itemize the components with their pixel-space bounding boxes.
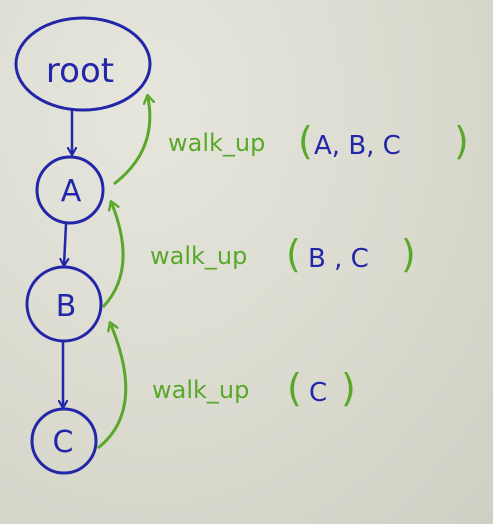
call-walk-up-bc-close-paren: ) — [401, 232, 416, 276]
call-walk-up-abc-args: A, B, C — [314, 131, 401, 161]
node-a-outline — [35, 155, 105, 225]
node-root-label: root — [46, 51, 114, 91]
walk-up-arrow-b-to-a — [101, 204, 125, 309]
call-walk-up-abc: walk_up ( A, B, C ) — [168, 119, 469, 163]
node-root: root — [14, 16, 152, 112]
node-root-outline — [14, 16, 152, 112]
call-walk-up-c-open-paren: ( — [287, 366, 302, 410]
call-walk-up-abc-close-paren: ) — [454, 119, 469, 163]
call-walk-up-bc-open-paren: ( — [286, 232, 301, 276]
call-walk-up-bc-name: walk_up — [150, 242, 247, 270]
call-walk-up-c: walk_up ( C ) — [152, 366, 356, 410]
node-a-label: A — [61, 174, 82, 209]
edge-a-to-b — [64, 223, 66, 265]
call-walk-up-bc-args: B , C — [308, 244, 369, 274]
node-a: A — [35, 155, 105, 225]
call-walk-up-abc-name: walk_up — [168, 129, 265, 157]
walk-up-arrow-c-to-b — [97, 325, 128, 450]
call-walk-up-c-name: walk_up — [152, 376, 249, 404]
node-c-label: C — [53, 425, 74, 460]
node-b: B — [25, 265, 103, 343]
walk-up-arrow-a-to-root — [113, 98, 150, 186]
call-walk-up-bc: walk_up ( B , C ) — [150, 232, 416, 276]
call-walk-up-c-close-paren: ) — [341, 366, 356, 410]
call-walk-up-c-args: C — [309, 378, 327, 408]
call-walk-up-abc-open-paren: ( — [298, 119, 313, 163]
node-b-label: B — [56, 289, 77, 324]
node-c: C — [30, 407, 98, 475]
